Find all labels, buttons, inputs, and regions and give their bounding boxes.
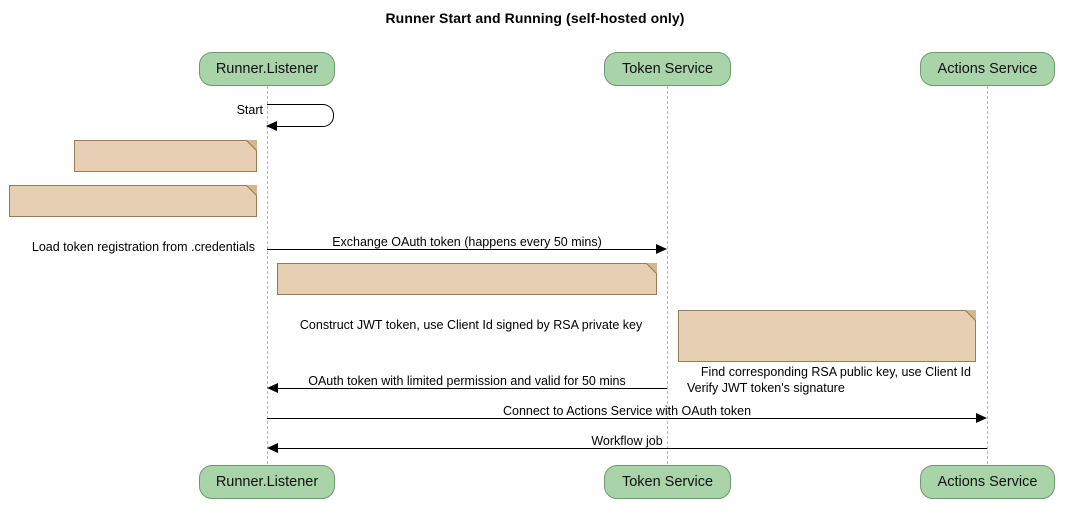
message-connect-actions-arrowhead [976,413,987,423]
participant-token-service-bottom[interactable]: Token Service [604,465,731,499]
message-oauth-return-label: OAuth token with limited permission and … [308,374,626,388]
message-exchange-oauth-line [267,249,657,250]
note-fold-edge [645,263,657,275]
note-verify-jwt: Find corresponding RSA public key, use C… [678,310,976,395]
participant-actions-service-bottom[interactable]: Actions Service [920,465,1055,499]
participant-runner-listener-bottom[interactable]: Runner.Listener [199,465,335,499]
note-fold-edge [245,140,257,152]
message-oauth-return-line [278,388,667,389]
participant-token-service[interactable]: Token Service [604,52,731,86]
note-load-token-registration: Load token registration from .credential… [9,185,257,254]
lifeline-runner [267,86,268,464]
note-load-token-registration-text: Load token registration from .credential… [31,240,255,254]
note-load-config: Load config info from .runner [74,140,257,209]
participant-actions-service[interactable]: Actions Service [920,52,1055,86]
lifeline-token [667,86,668,464]
self-message-start-loop [267,104,334,127]
self-message-start-label: Start [236,103,263,117]
message-workflow-job-label: Workflow job [591,434,663,448]
lifeline-actions [987,86,988,464]
message-oauth-return-arrowhead [267,383,278,393]
self-message-start-arrowhead [266,121,277,131]
message-connect-actions-label: Connect to Actions Service with OAuth to… [502,404,752,418]
message-workflow-job-line [278,448,987,449]
message-workflow-job-arrowhead [267,443,278,453]
note-verify-jwt-text: Find corresponding RSA public key, use C… [687,365,971,395]
note-fold-edge [245,185,257,197]
message-connect-actions-line [267,418,977,419]
message-exchange-oauth-label: Exchange OAuth token (happens every 50 m… [332,235,602,249]
note-construct-jwt-text: Construct JWT token, use Client Id signe… [299,318,643,332]
note-construct-jwt: Construct JWT token, use Client Id signe… [277,263,657,332]
note-fold-edge [964,310,976,322]
message-exchange-oauth-arrowhead [656,244,667,254]
participant-runner-listener[interactable]: Runner.Listener [199,52,335,86]
page-title: Runner Start and Running (self-hosted on… [385,10,685,26]
